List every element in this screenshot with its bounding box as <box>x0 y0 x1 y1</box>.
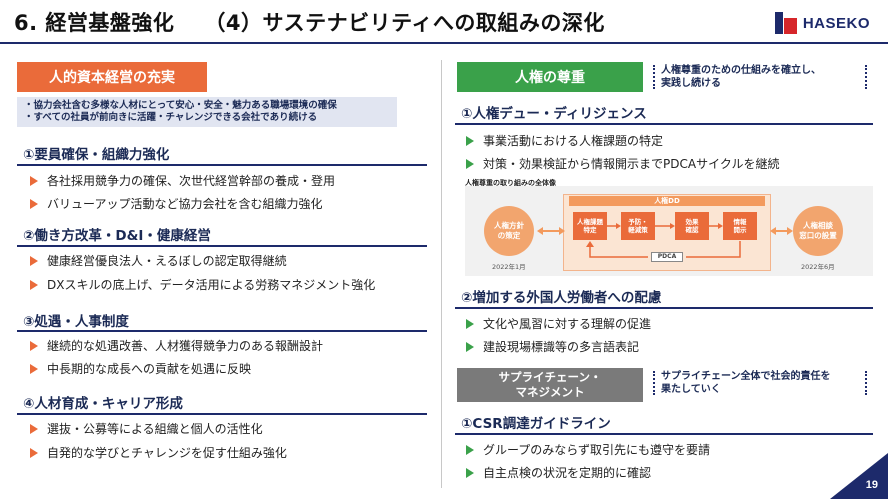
list-item: 事業活動における人権課題の特定 <box>466 132 663 149</box>
list-item: 自発的な学びとチャレンジを促す仕組み強化 <box>30 444 287 461</box>
start-date: 2022年1月 <box>492 263 526 271</box>
page-number-badge: 19 <box>830 453 888 499</box>
human-rights-header: 人権の尊重 <box>457 62 643 92</box>
diagram-title: 人権尊重の取り組みの全体像 <box>465 179 556 187</box>
list-item: 各社採用競争力の確保、次世代経営幹部の養成・登用 <box>30 172 335 189</box>
bullet-arrow-icon <box>466 444 474 455</box>
section-divider <box>17 245 427 247</box>
section-divider <box>17 330 427 332</box>
section-heading: ①CSR調達ガイドライン <box>461 416 611 432</box>
logo-mark-icon <box>774 12 797 34</box>
supply-chain-note: サプライチェーン全体で社会的責任を 果たしていく <box>653 370 867 396</box>
end-date: 2022年6月 <box>801 263 835 271</box>
section-heading: ②働き方改革・D&I・健康経営 <box>23 228 211 244</box>
bullet-arrow-icon <box>30 198 38 209</box>
section-heading: ①要員確保・組織力強化 <box>23 147 170 163</box>
column-divider <box>441 60 442 488</box>
supply-chain-header: サプライチェーン・ マネジメント <box>457 368 643 402</box>
section-divider <box>17 413 427 415</box>
section-title: 6. 経営基盤強化 <box>14 11 175 35</box>
list-item: 選抜・公募等による組織と個人の活性化 <box>30 420 263 437</box>
bullet-arrow-icon <box>466 467 474 478</box>
process-step: 効果確認 <box>675 212 709 240</box>
consult-circle: 人権相談窓口の設置 <box>793 206 843 256</box>
bullet-arrow-icon <box>466 318 474 329</box>
list-item: 自主点検の状況を定期的に確認 <box>466 464 651 481</box>
policy-circle: 人権方針の策定 <box>484 206 534 256</box>
human-capital-note: ・協力会社含む多様な人材にとって安心・安全・魅力ある職場環境の確保 ・すべての社… <box>17 97 397 127</box>
list-item: 文化や風習に対する理解の促進 <box>466 315 651 332</box>
list-item: 健康経営優良法人・えるぼしの認定取得継続 <box>30 252 287 269</box>
note-line: ・協力会社含む多様な人材にとって安心・安全・魅力ある職場環境の確保 <box>24 100 337 111</box>
logo-text: HASEKO <box>802 14 870 32</box>
bullet-arrow-icon <box>466 158 474 169</box>
list-item: グループのみならず取引先にも遵守を要請 <box>466 441 710 458</box>
bullet-arrow-icon <box>30 363 38 374</box>
bullet-arrow-icon <box>466 135 474 146</box>
list-item: DXスキルの底上げ、データ活用による労務マネジメント強化 <box>30 276 375 293</box>
corner-triangle-icon <box>830 453 888 499</box>
section-heading: ①人権デュー・ディリジェンス <box>461 106 647 122</box>
process-step: 予防・軽減策 <box>621 212 655 240</box>
human-capital-header: 人的資本経営の充実 <box>17 62 207 92</box>
bullet-arrow-icon <box>30 255 38 266</box>
bullet-arrow-icon <box>30 340 38 351</box>
section-heading: ②増加する外国人労働者への配慮 <box>461 290 662 306</box>
bullet-arrow-icon <box>30 175 38 186</box>
bullet-arrow-icon <box>30 279 38 290</box>
section-divider <box>455 433 873 435</box>
list-item: 建設現場標識等の多言語表記 <box>466 338 639 355</box>
list-item: バリューアップ活動など協力会社を含む組織力強化 <box>30 195 323 212</box>
process-step: 人権課題特定 <box>573 212 607 240</box>
page-number: 19 <box>865 479 878 491</box>
section-divider <box>17 164 427 166</box>
section-divider <box>455 307 873 309</box>
list-item: 中長期的な成長への貢献を処遇に反映 <box>30 360 251 377</box>
dd-label: 人権DD <box>569 196 765 206</box>
pdca-label: PDCA <box>651 252 683 262</box>
list-item: 継続的な処遇改善、人材獲得競争力のある報酬設計 <box>30 337 323 354</box>
section-heading: ④人材育成・キャリア形成 <box>23 396 183 412</box>
human-rights-note: 人権尊重のための仕組みを確立し、 実践し続ける <box>653 64 867 90</box>
section-heading: ③処遇・人事制度 <box>23 314 129 330</box>
section-divider <box>455 123 873 125</box>
note-line: ・すべての社員が前向きに活躍・チャレンジできる会社であり続ける <box>24 112 318 123</box>
bullet-arrow-icon <box>30 423 38 434</box>
page-subtitle: （4）サステナビリティへの取組みの深化 <box>204 11 605 35</box>
bullet-arrow-icon <box>30 447 38 458</box>
list-item: 対策・効果検証から情報開示までPDCAサイクルを継続 <box>466 155 779 172</box>
bullet-arrow-icon <box>466 341 474 352</box>
haseko-logo: HASEKO <box>774 12 870 34</box>
process-step: 情報開示 <box>723 212 757 240</box>
page-title: 6. 経営基盤強化 （4）サステナビリティへの取組みの深化 <box>14 7 605 37</box>
header-rule <box>0 42 888 44</box>
